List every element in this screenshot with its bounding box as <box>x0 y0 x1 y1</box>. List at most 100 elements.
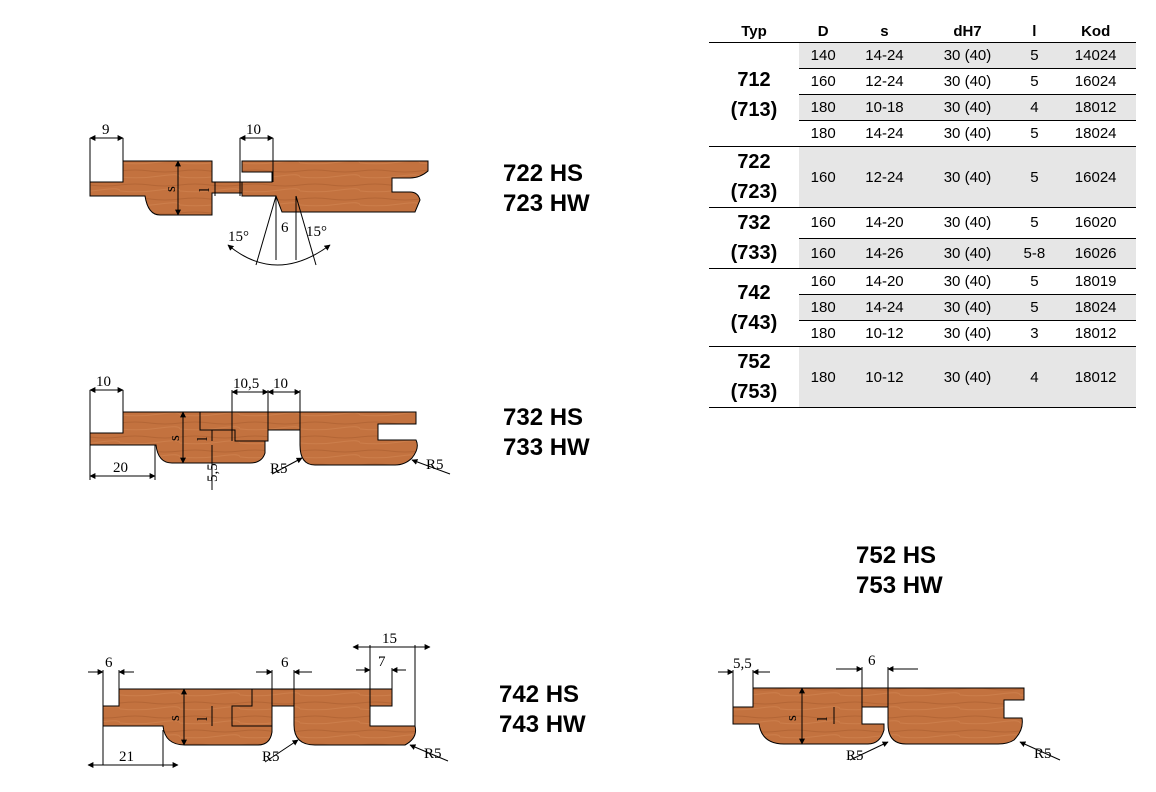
table-cell: 14-24 <box>847 294 922 321</box>
typ-line: 732 <box>737 212 771 234</box>
label-752: 752 HS 753 HW <box>856 541 943 601</box>
dim-l-752: l <box>815 717 831 721</box>
dim-ang1-722: 15° <box>228 229 249 245</box>
dim-s-732: s <box>167 435 183 441</box>
table-cell: 4 <box>1013 346 1056 408</box>
table-cell: 18012 <box>1055 346 1136 408</box>
typ-line: 742 <box>737 281 771 304</box>
table-cell: 14-26 <box>847 238 922 269</box>
dim-a-732: 10 <box>96 374 111 390</box>
table-cell: 5 <box>1013 294 1056 321</box>
label-722-hs: 722 HS <box>503 160 584 187</box>
profile-722: 9 10 s l 6 15° 15° <box>89 122 429 266</box>
board-right-722 <box>241 160 429 213</box>
dim-l-722: l <box>197 188 213 192</box>
table-cell: 18024 <box>1055 294 1136 321</box>
spec-table-header: Typ D s dH7 l Kod <box>709 20 1136 43</box>
label-732-hw: 733 HW <box>503 434 590 461</box>
dim-r2-732: R5 <box>426 457 444 473</box>
table-cell: 30 (40) <box>921 120 1014 147</box>
table-cell: 12-24 <box>847 68 922 95</box>
table-cell: 10-12 <box>847 320 922 347</box>
table-cell: 5 <box>1013 207 1056 239</box>
dim-w-722: 6 <box>281 220 289 236</box>
table-cell: 5 <box>1013 146 1056 208</box>
typ-line: 752 <box>737 351 771 373</box>
dim-r1-752: R5 <box>846 748 864 764</box>
table-cell: 160 <box>799 238 848 269</box>
table-cell: 16024 <box>1055 146 1136 208</box>
table-cell: 30 (40) <box>921 68 1014 95</box>
col-kod: Kod <box>1055 20 1136 43</box>
table-cell: 14-20 <box>847 268 922 295</box>
table-cell: 18024 <box>1055 120 1136 147</box>
dim-b-742: 6 <box>281 655 289 671</box>
table-cell: 18012 <box>1055 320 1136 347</box>
dim-s-752: s <box>784 715 800 721</box>
typ-cell: 732 (733) <box>709 207 799 269</box>
table-cell: 180 <box>799 120 848 147</box>
table-cell: 12-24 <box>847 146 922 208</box>
dim-d-732: 20 <box>113 460 128 476</box>
table-cell: 30 (40) <box>921 238 1014 269</box>
dim-b-722: 10 <box>246 122 261 138</box>
board-right-732 <box>199 411 418 466</box>
col-dh7: dH7 <box>921 20 1014 43</box>
table-cell: 14-20 <box>847 207 922 239</box>
dim-c-732: 10 <box>273 376 288 392</box>
dim-c-742: 15 <box>382 631 397 647</box>
table-cell: 5 <box>1013 268 1056 295</box>
table-cell: 14024 <box>1055 42 1136 69</box>
col-typ: Typ <box>709 20 799 43</box>
col-s: s <box>847 20 922 43</box>
board-left-752 <box>732 687 885 745</box>
table-cell: 16024 <box>1055 68 1136 95</box>
typ-cell: 742 (743) <box>709 268 799 347</box>
table-cell: 5-8 <box>1013 238 1056 269</box>
table-cell: 160 <box>799 146 848 208</box>
table-cell: 140 <box>799 42 848 69</box>
table-cell: 30 (40) <box>921 346 1014 408</box>
profile-752: 5,5 6 s l R5 R5 <box>718 653 1061 764</box>
dim-s-742: s <box>167 715 183 721</box>
typ-line: 712 <box>737 68 771 91</box>
typ-line: (713) <box>730 98 778 121</box>
table-cell: 14-24 <box>847 42 922 69</box>
table-cell: 180 <box>799 346 848 408</box>
table-cell: 160 <box>799 68 848 95</box>
dim-e-732: 5,5 <box>205 463 221 482</box>
dim-e-742: 21 <box>119 749 134 765</box>
dim-l-732: l <box>195 437 211 441</box>
table-cell: 18012 <box>1055 94 1136 121</box>
dim-d-742: 7 <box>378 654 386 670</box>
dim-a-752: 5,5 <box>733 656 752 672</box>
typ-line: (733) <box>730 242 778 264</box>
board-right-752 <box>861 687 1025 745</box>
table-cell: 30 (40) <box>921 294 1014 321</box>
dim-r2-752: R5 <box>1034 746 1052 762</box>
label-742-hs: 742 HS <box>499 681 580 708</box>
table-cell: 160 <box>799 268 848 295</box>
table-cell: 180 <box>799 294 848 321</box>
typ-line: (723) <box>730 181 778 203</box>
dim-l-742: l <box>195 717 211 721</box>
table-cell: 18019 <box>1055 268 1136 295</box>
board-left-722 <box>89 160 243 216</box>
table-cell: 30 (40) <box>921 268 1014 295</box>
table-cell: 160 <box>799 207 848 239</box>
table-cell: 30 (40) <box>921 207 1014 239</box>
typ-line: (743) <box>730 311 778 334</box>
table-cell: 30 (40) <box>921 320 1014 347</box>
dim-r1-742: R5 <box>262 749 280 765</box>
table-cell: 30 (40) <box>921 42 1014 69</box>
label-752-hw: 753 HW <box>856 572 943 599</box>
